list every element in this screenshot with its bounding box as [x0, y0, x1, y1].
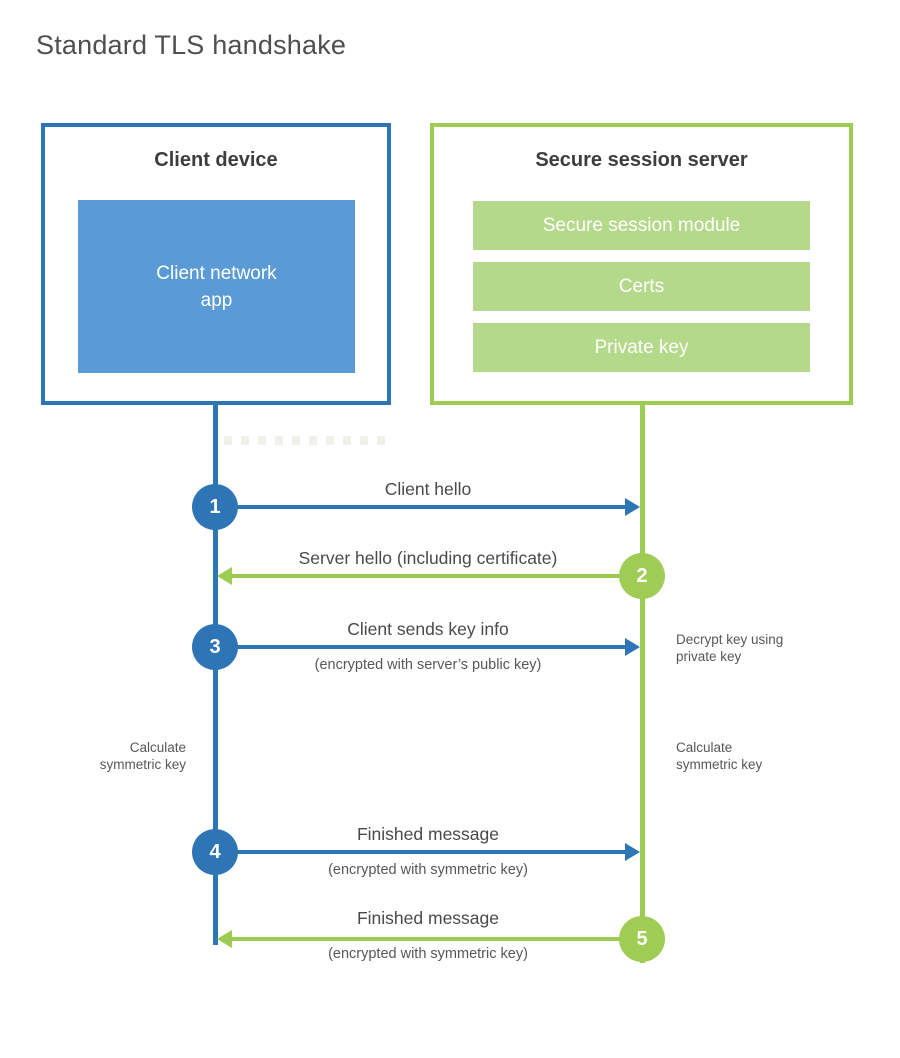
- secure-session-module-bar: Secure session module: [473, 201, 810, 250]
- calculate-symmetric-key-note-server: Calculate symmetric key: [676, 740, 763, 772]
- step-2-marker: 2: [619, 553, 665, 599]
- step-4-sublabel: (encrypted with symmetric key): [328, 862, 528, 878]
- certs-bar: Certs: [473, 262, 810, 311]
- step-5-arrowhead-left-icon: [217, 930, 232, 948]
- step-5-arrow: [231, 937, 642, 941]
- step-1-arrow: [215, 505, 627, 509]
- step-1-marker: 1: [192, 484, 238, 530]
- step-2-arrowhead-left-icon: [217, 567, 232, 585]
- step-1-arrowhead-right-icon: [625, 498, 640, 516]
- server-lifeline: [640, 403, 645, 963]
- decrypt-key-note: Decrypt key using private key: [676, 632, 784, 664]
- client-device-title: Client device: [154, 149, 278, 171]
- step-5-marker: 5: [619, 916, 665, 962]
- faint-dashed-line: [224, 436, 392, 445]
- step-4-arrow: [215, 850, 627, 854]
- client-lifeline: [213, 403, 218, 945]
- step-3-label: Client sends key info: [347, 619, 509, 639]
- step-2-arrow: [231, 574, 642, 578]
- step-3-arrow: [215, 645, 627, 649]
- step-4-marker: 4: [192, 829, 238, 875]
- secure-session-server-title: Secure session server: [535, 149, 748, 171]
- step-1-label: Client hello: [384, 479, 472, 499]
- step-4-label: Finished message: [356, 824, 500, 844]
- calculate-symmetric-key-note-client: Calculate symmetric key: [99, 740, 186, 772]
- step-5-label: Finished message: [356, 908, 500, 928]
- private-key-bar: Private key: [473, 323, 810, 372]
- step-2-label: Server hello (including certificate): [298, 548, 558, 568]
- step-4-arrowhead-right-icon: [625, 843, 640, 861]
- client-network-app-box: Client network app: [78, 200, 355, 373]
- page-title: Standard TLS handshake: [36, 30, 347, 60]
- step-5-sublabel: (encrypted with symmetric key): [328, 946, 528, 962]
- step-3-arrowhead-right-icon: [625, 638, 640, 656]
- step-3-sublabel: (encrypted with server’s public key): [314, 657, 542, 673]
- step-3-marker: 3: [192, 624, 238, 670]
